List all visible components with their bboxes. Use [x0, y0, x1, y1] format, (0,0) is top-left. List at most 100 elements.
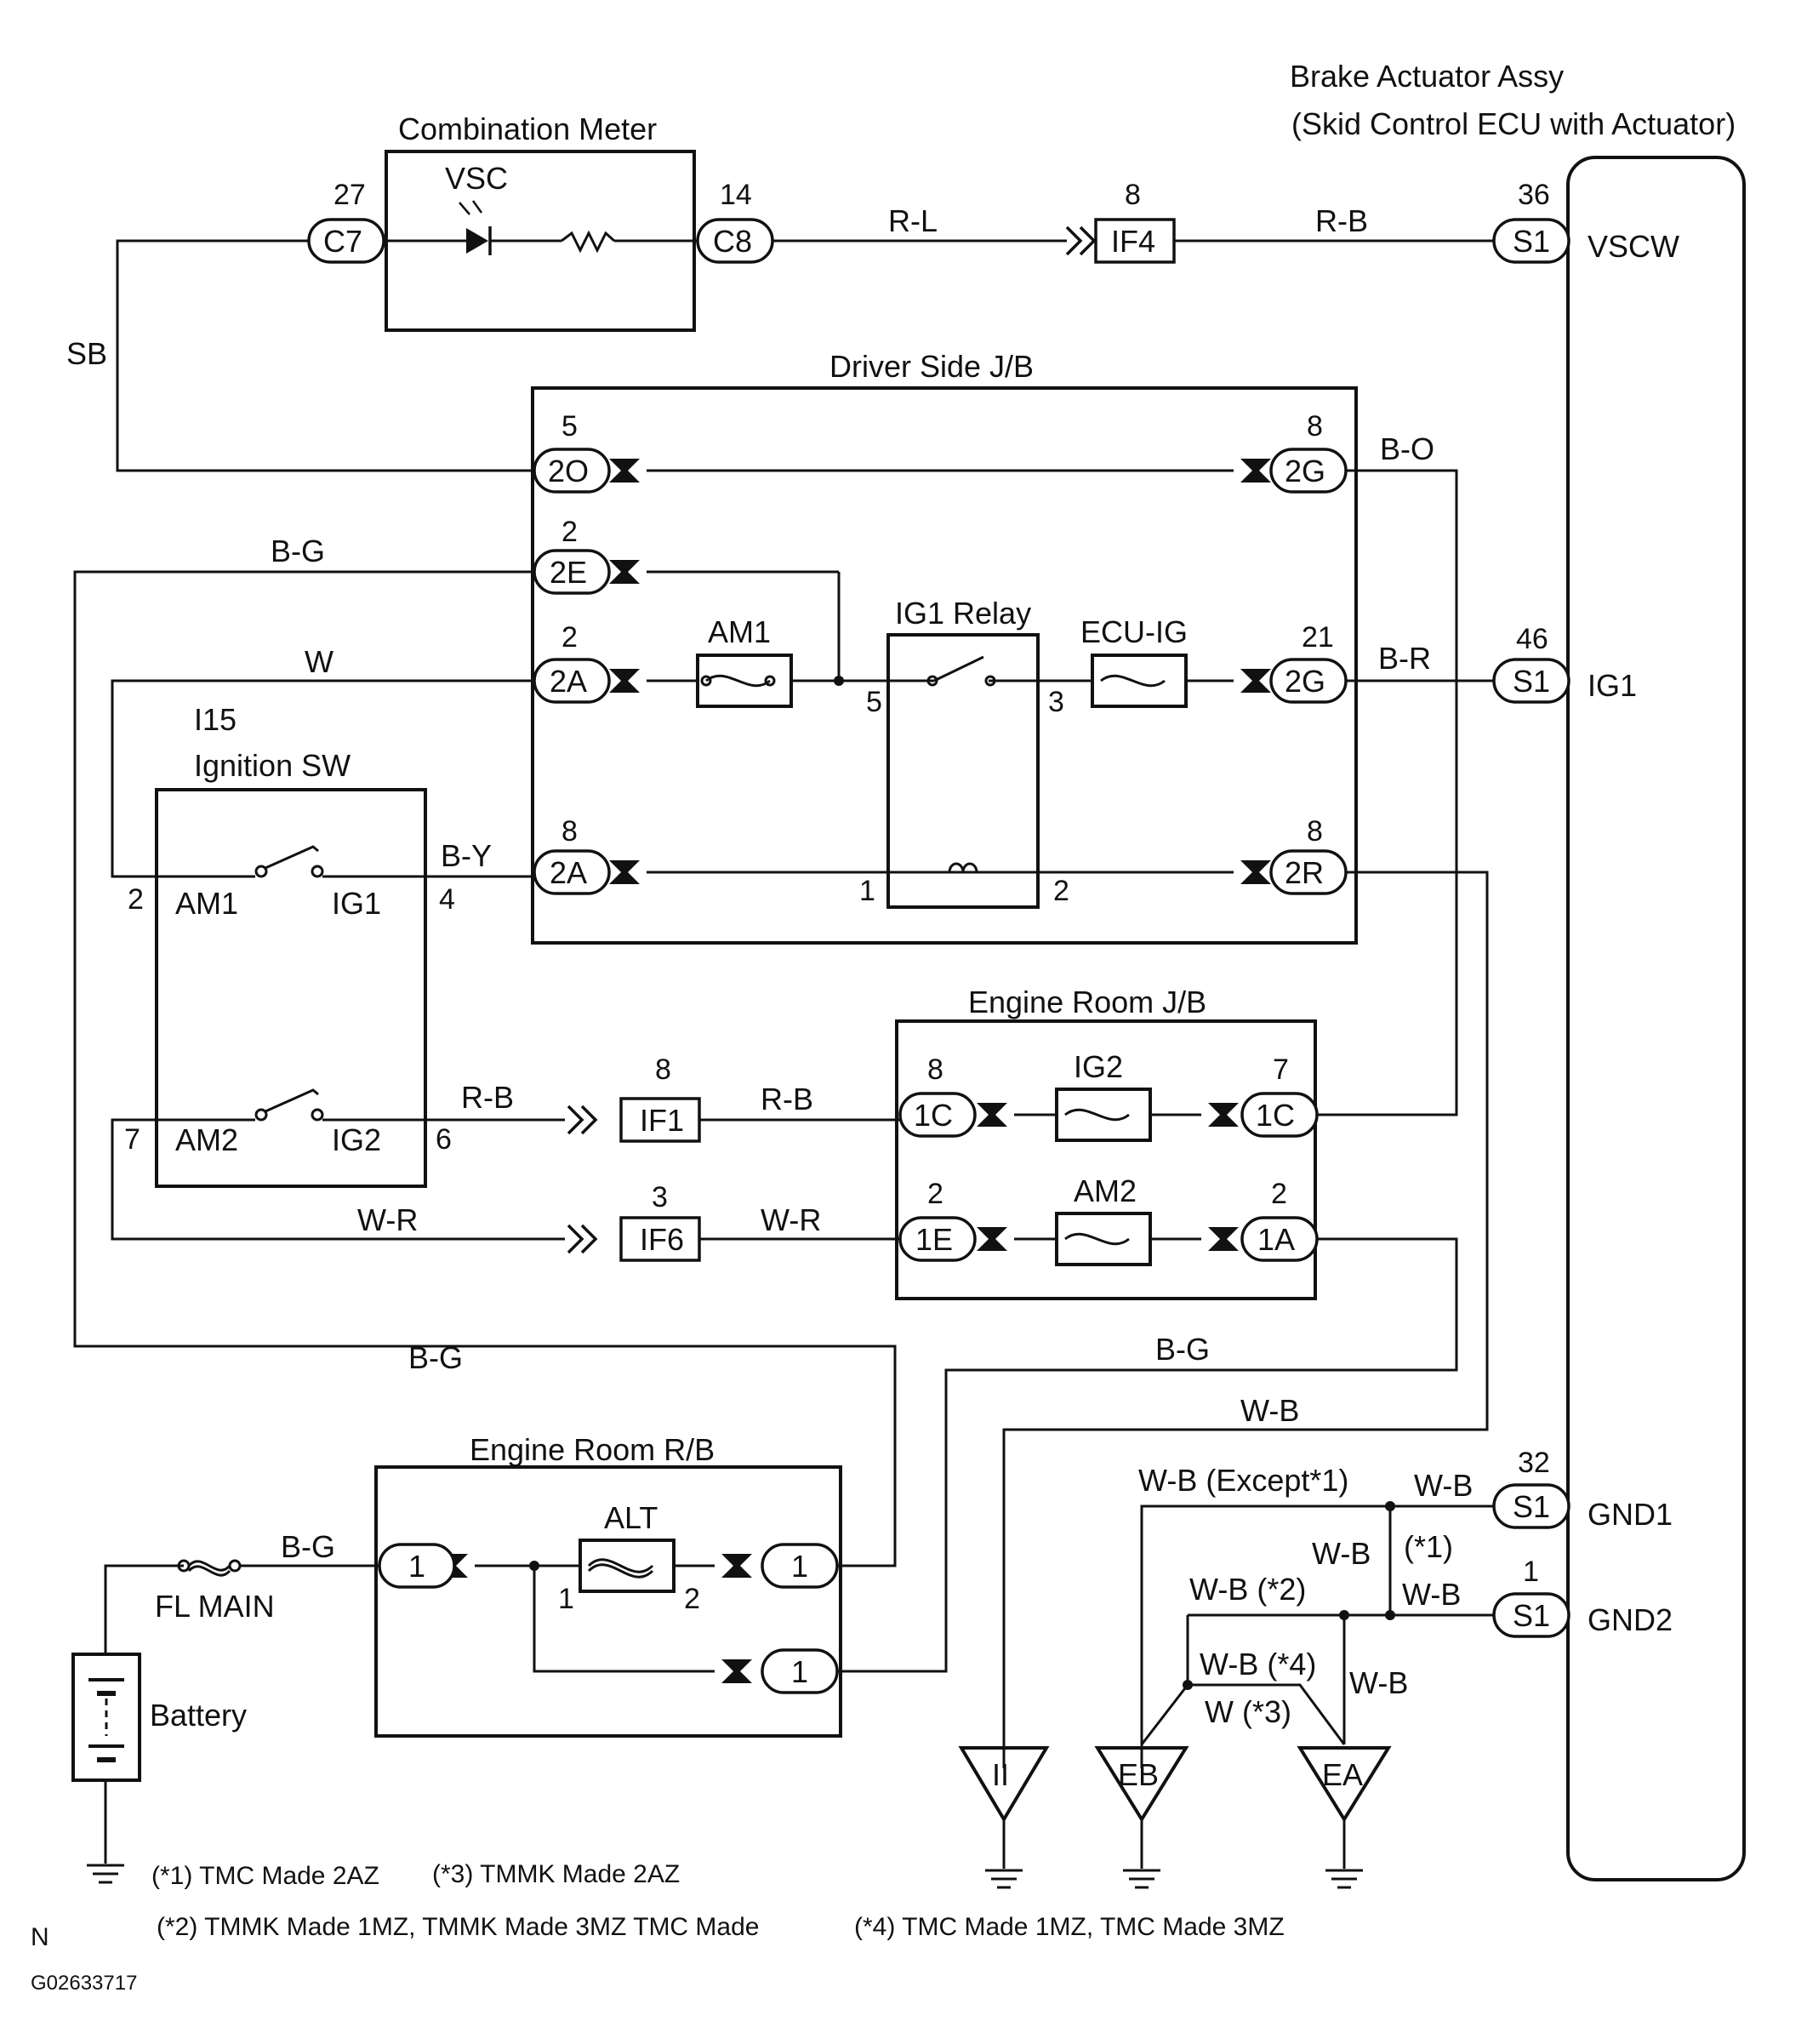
svg-text:2E: 2E — [550, 555, 587, 590]
connector-2r: 2R — [1269, 849, 1348, 895]
arrow-2a-w — [609, 669, 640, 693]
ground-icon-eb — [1121, 1869, 1162, 1889]
figure-id: G02633717 — [31, 1972, 137, 1995]
ignition-sw-code: I15 — [194, 702, 237, 737]
pin-s1-gnd1: 32 — [1518, 1447, 1550, 1479]
svg-text:2G: 2G — [1285, 664, 1325, 699]
connector-2o: 2O — [533, 448, 611, 494]
wire-label-r-l: R-L — [888, 203, 938, 238]
sw-pin-2: 2 — [128, 883, 144, 916]
wire-b-g-right — [837, 1237, 1458, 1673]
arrow-2a-by — [609, 860, 640, 884]
ground-ea-label: EA — [1322, 1757, 1363, 1792]
pin-1e: 2 — [927, 1178, 943, 1210]
connector-1c-right: 1C — [1240, 1092, 1319, 1138]
pin-2a-w: 2 — [561, 621, 578, 654]
svg-text:2A: 2A — [550, 855, 587, 890]
alt-pin-1: 1 — [558, 1583, 574, 1615]
ground-eb-label: EB — [1118, 1757, 1159, 1792]
pin-c8: 14 — [720, 179, 752, 211]
connector-c7: C7 — [307, 218, 385, 264]
connector-arrow-if6 — [567, 1224, 597, 1254]
wire-label-w-b-top: W-B — [1240, 1393, 1299, 1428]
wire-label-w-b-ea: W-B — [1349, 1665, 1408, 1700]
wire-label-w-b-gnd2: W-B — [1402, 1577, 1461, 1612]
meter-resistor-icon — [561, 230, 616, 254]
fuse-am1-icon — [700, 674, 776, 688]
svg-text:1E: 1E — [915, 1222, 953, 1257]
ig1-relay-title: IG1 Relay — [895, 596, 1031, 631]
fuse-ecu-ig-box — [1091, 654, 1188, 708]
connector-2e: 2E — [533, 549, 611, 595]
arrow-1e — [977, 1227, 1007, 1251]
connector-s1-vscw: S1 — [1492, 218, 1570, 264]
wire-label-b-g-mid: B-G — [408, 1340, 463, 1375]
wire-w-b-except — [1140, 1504, 1494, 1768]
ground-ii-label: II — [992, 1757, 1009, 1792]
svg-text:2G: 2G — [1285, 454, 1325, 488]
wire-sb — [116, 239, 534, 472]
note-4: (*4) TMC Made 1MZ, TMC Made 3MZ — [854, 1913, 1285, 1941]
ignition-sw-title: Ignition SW — [194, 748, 351, 783]
arrow-1a — [1208, 1227, 1239, 1251]
engine-room-jb-box — [895, 1019, 1317, 1300]
alt-pin-2: 2 — [684, 1583, 700, 1615]
ignition-am1-ig1-switch-icon — [254, 845, 324, 878]
connector-2a-by: 2A — [533, 849, 611, 895]
wire-label-r-b-top: R-B — [1315, 203, 1368, 238]
relay-switch-icon — [931, 655, 1038, 682]
battery-label: Battery — [150, 1698, 247, 1733]
ig1-relay-box — [886, 633, 1040, 909]
fuse-ig2-label: IG2 — [1074, 1049, 1123, 1084]
svg-text:2R: 2R — [1285, 855, 1324, 890]
wire-label-w-star3: W (*3) — [1205, 1694, 1291, 1729]
wire-w-r-loop — [111, 1118, 565, 1241]
wire-w-b-star4 — [1188, 1683, 1346, 1745]
wire-label-w-r-2: W-R — [761, 1202, 821, 1237]
wire-label-b-g-right: B-G — [1155, 1332, 1210, 1367]
ecu-terminal-gnd1: GND1 — [1588, 1497, 1673, 1532]
svg-text:1C: 1C — [1256, 1098, 1295, 1133]
wire-label-b-y: B-Y — [441, 838, 492, 873]
connector-if1: IF1 — [619, 1097, 701, 1143]
connector-2g-br: 2G — [1269, 658, 1348, 704]
ecu-terminal-vscw: VSCW — [1588, 229, 1679, 264]
vsc-label: VSC — [445, 161, 508, 196]
wire-label-w-b-star1-b: (*1) — [1404, 1529, 1453, 1564]
connector-1e: 1E — [898, 1216, 977, 1262]
pin-if6: 3 — [652, 1181, 668, 1213]
direction-label: N — [31, 1923, 49, 1951]
pin-if4: 8 — [1125, 179, 1141, 211]
arrow-rb-out-top — [721, 1554, 752, 1578]
svg-text:IF6: IF6 — [640, 1222, 684, 1257]
relay-pin-3: 3 — [1048, 686, 1064, 718]
wire-w-b-top — [1002, 871, 1489, 1768]
pin-s1-gnd2: 1 — [1523, 1556, 1539, 1588]
svg-text:1: 1 — [408, 1549, 425, 1584]
wire-b-g-batt — [104, 1564, 379, 1654]
arrow-2g-br — [1240, 669, 1271, 693]
pin-2a-by: 8 — [561, 815, 578, 848]
fuse-am2-label: AM2 — [1074, 1173, 1137, 1208]
svg-text:C8: C8 — [713, 224, 752, 259]
brake-actuator-ecu-box — [1566, 156, 1746, 1881]
arrow-2r — [1240, 860, 1271, 884]
connector-rb-1-in: 1 — [378, 1543, 456, 1589]
vsc-led-icon — [459, 200, 492, 255]
relay-pin-2: 2 — [1053, 875, 1069, 907]
connector-2a-w: 2A — [533, 658, 611, 704]
ground-icon-ea — [1324, 1869, 1365, 1889]
sw-pin-6: 6 — [436, 1123, 452, 1156]
fuse-alt-label: ALT — [604, 1500, 658, 1535]
svg-text:S1: S1 — [1513, 1598, 1550, 1633]
ground-ea-triangle — [1297, 1746, 1392, 1823]
wire-label-sb: SB — [66, 336, 107, 371]
ignition-am2-ig2-switch-icon — [254, 1088, 324, 1122]
connector-s1-ig1: S1 — [1492, 658, 1570, 704]
wire-b-g-left — [73, 570, 897, 1567]
fuse-am2-icon — [1064, 1232, 1130, 1246]
pin-2r: 8 — [1307, 815, 1323, 848]
wire-label-w-b-gnd1: W-B — [1414, 1468, 1473, 1503]
junction-gnd2 — [1385, 1610, 1395, 1620]
ground-icon-ii — [983, 1869, 1024, 1889]
